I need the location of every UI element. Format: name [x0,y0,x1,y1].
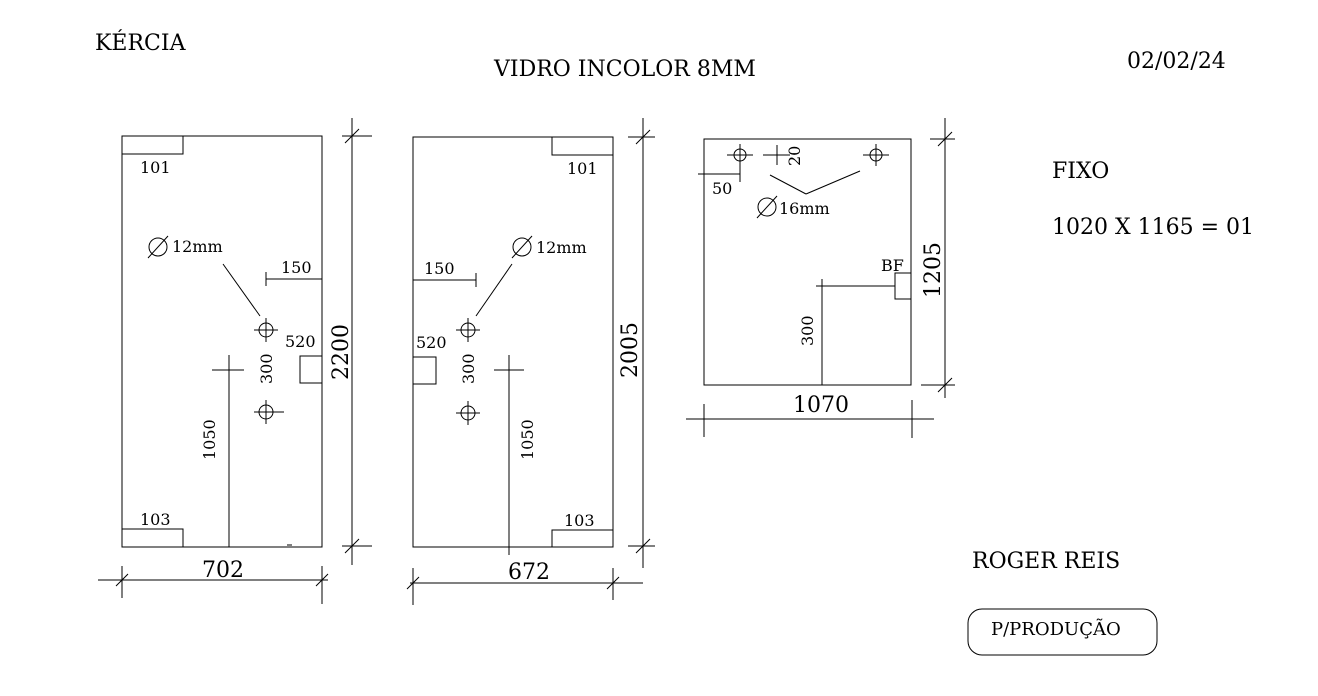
panel-b-width-dim-slash [406,576,420,590]
glass-panel-a: 101 103 12mm 150 300 520 1050 [98,118,372,604]
panel-b-top-hardware-label: 101 [567,159,598,178]
panel-a-lock-box [299,355,323,384]
panel-b-height-dim-slash [635,538,651,554]
glass-panel-c: 20 50 16mm BF 300 1205 1070 [686,118,955,438]
panel-b-height-label: 2005 [618,322,643,378]
panel-c-bf-box [894,272,912,300]
panel-a-offset-label: 150 [281,258,312,277]
panel-a-handle-height-label: 1050 [200,419,219,460]
panel-c-outline [703,138,912,386]
panel-c-height-dim-slash [937,377,953,393]
drawing-date: 02/02/24 [1127,49,1226,74]
panel-a-height-dim-slash [344,538,360,554]
panel-b-width-dim-slash [606,576,620,590]
panel-c-leader-line [769,174,807,195]
panel-b-diameter-icon [512,237,532,257]
panel-b-handle-height-label: 1050 [518,419,537,460]
panel-c-hole-label: 16mm [779,199,830,218]
glass-panel-b: 101 103 12mm 150 300 520 1050 2005 [406,118,655,605]
panel-b-top-hardware-box [551,136,614,156]
panel-a-outline [121,135,323,548]
panel-b-outline [412,136,614,548]
fixed-panel-label: FIXO [1052,159,1109,184]
panel-b-lock-box [412,356,437,385]
panel-a-height-dim-slash [344,128,360,144]
panel-c-diameter-icon [757,197,777,217]
panel-b-leader-line [475,263,513,317]
panel-c-leader-line [805,170,861,195]
panel-a-hole-spacing-label: 300 [257,353,276,384]
fixed-panel-spec: 1020 X 1165 = 01 [1052,215,1254,240]
panel-c-diameter-slash [756,195,778,219]
panel-a-top-hardware-box [121,135,184,155]
author-name: ROGER REIS [972,549,1120,574]
panel-b-bottom-hardware-box [551,529,614,548]
panel-b-height-dim-slash [635,129,651,145]
panel-a-width-dim-slash [115,573,129,587]
panel-c-height-dim-slash [937,131,953,147]
panel-a-diameter-slash [147,235,169,259]
panel-b-diameter-slash [511,235,533,259]
panel-c-bf-label: BF [881,256,904,275]
panel-a-bottom-hardware-box [121,528,184,548]
panel-c-bf-height-label: 300 [798,315,817,346]
drawing-title: VIDRO INCOLOR 8MM [493,57,756,82]
panel-b-hole-spacing-label: 300 [459,353,478,384]
panel-c-height-label: 1205 [921,242,946,298]
panel-a-width-dim-slash [315,573,329,587]
panel-a-height-label: 2200 [329,324,354,380]
client-name: KÉRCIA [95,29,187,56]
panel-c-width-label: 1070 [793,393,849,418]
panel-b-offset-label: 150 [424,259,455,278]
production-stamp-box [967,608,1158,656]
panel-a-hole-label: 12mm [172,237,223,256]
panel-b-width-label: 672 [508,560,550,585]
panel-a-leader-line [222,263,261,317]
panel-c-side-offset-label: 50 [712,179,732,198]
panel-c-top-offset-label: 20 [785,146,804,166]
panel-b-hole-label: 12mm [536,238,587,257]
panel-a-width-label: 702 [202,558,244,583]
production-stamp: P/PRODUÇÃO [991,618,1121,640]
panel-b-lock-label: 520 [416,333,447,352]
panel-a-top-hardware-label: 101 [140,158,171,177]
panel-a-lock-label: 520 [285,332,316,351]
panel-b-bottom-hardware-label: 103 [564,511,595,530]
panel-a-diameter-icon [148,237,168,257]
panel-a-bottom-hardware-label: 103 [140,510,171,529]
